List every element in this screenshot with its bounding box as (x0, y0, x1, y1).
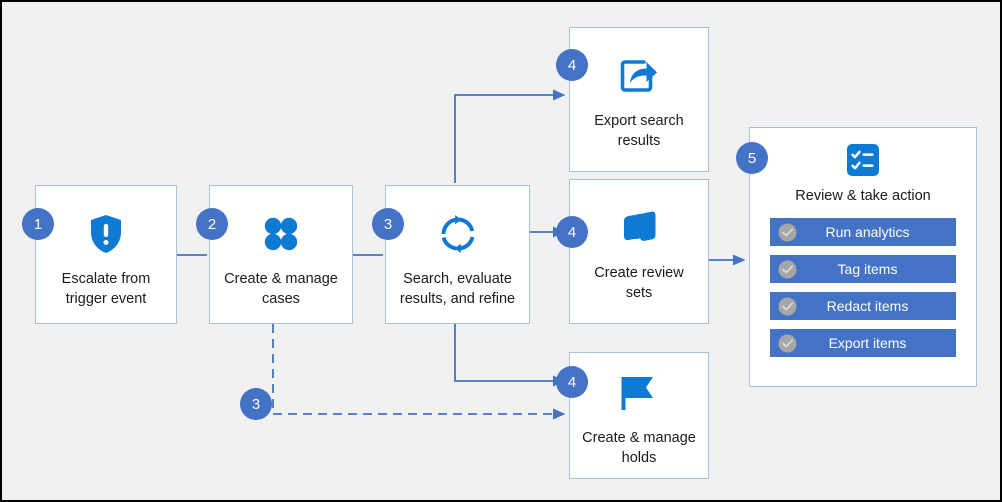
step-badge-4-review-sets: 4 (556, 216, 588, 248)
step-box-search-evaluate-refine[interactable]: Search, evaluate results, and refine (385, 185, 530, 324)
step-label-line1: Export search (594, 113, 684, 129)
step-label-holds: Create & manage holds (574, 429, 704, 468)
check-circle-icon (778, 223, 797, 242)
shield-alert-icon (89, 212, 123, 256)
action-label: Tag items (837, 261, 898, 277)
link-3-to-holds (454, 324, 566, 387)
step-label-line2: trigger event (65, 290, 147, 307)
step-label-review-sets: Create review sets (586, 264, 691, 303)
step-label-line1: Create & manage (582, 430, 696, 446)
step-label-line2: results (617, 132, 661, 149)
step-box-escalate-from-trigger-event[interactable]: Escalate from trigger event (35, 185, 177, 324)
action-item-run-analytics[interactable]: Run analytics (770, 218, 956, 246)
review-sets-stack-icon (618, 206, 660, 250)
step-badge-4-holds: 4 (556, 366, 588, 398)
panel-title-review-take-action: Review & take action (795, 188, 931, 204)
check-circle-icon (778, 297, 797, 316)
step-label-search: Search, evaluate results, and refine (392, 270, 523, 309)
review-action-list: Run analytics Tag items (750, 218, 976, 357)
step-box-create-review-sets[interactable]: Create review sets (569, 179, 709, 324)
check-circle-icon (778, 334, 797, 353)
action-label: Export items (828, 335, 907, 351)
step-label-escalate: Escalate from trigger event (54, 270, 159, 309)
step-label-line2: sets (625, 284, 653, 301)
check-circle-icon (778, 260, 797, 279)
step-badge-1: 1 (22, 208, 54, 240)
link-2-to-holds-dashed (272, 324, 566, 420)
link-3-to-export (454, 89, 566, 183)
action-item-export-items[interactable]: Export items (770, 329, 956, 357)
step-label-cases: Create & manage cases (216, 270, 346, 309)
step-badge-3: 3 (372, 208, 404, 240)
step-badge-4-export: 4 (556, 49, 588, 81)
panel-review-take-action[interactable]: Review & take action Run analytics (749, 127, 977, 387)
step-label-line1: Search, evaluate (403, 271, 512, 287)
step-label-line1: Create review (594, 265, 684, 281)
step-label-export: Export search results (586, 112, 691, 151)
step-label-line1: Escalate from (61, 271, 151, 287)
step-box-export-search-results[interactable]: Export search results (569, 27, 709, 172)
action-label: Run analytics (825, 224, 910, 240)
flag-icon (619, 371, 659, 415)
export-share-icon (619, 54, 659, 98)
step-label-line1: Create & manage (224, 271, 338, 287)
action-item-tag-items[interactable]: Tag items (770, 255, 956, 283)
checklist-icon (847, 144, 879, 176)
four-dots-icon (261, 212, 301, 256)
dashed-branch-badge-3: 3 (240, 388, 272, 420)
step-label-line2: holds (621, 449, 657, 466)
step-badge-5: 5 (736, 142, 768, 174)
step-badge-2: 2 (196, 208, 228, 240)
step-label-line2: cases (262, 290, 300, 307)
step-label-line2: results, and refine (399, 290, 516, 307)
step-box-create-manage-cases[interactable]: Create & manage cases (209, 185, 353, 324)
action-item-redact-items[interactable]: Redact items (770, 292, 956, 320)
refresh-cycle-icon (438, 212, 478, 256)
step-box-create-manage-holds[interactable]: Create & manage holds (569, 352, 709, 479)
action-label: Redact items (826, 298, 909, 314)
